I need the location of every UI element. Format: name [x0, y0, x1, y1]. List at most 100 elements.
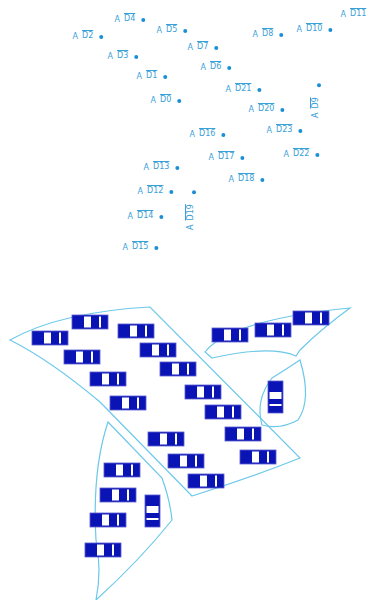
car-symbol: [268, 381, 283, 413]
spot-prefix: A: [201, 63, 206, 73]
spot-number: D10: [306, 24, 322, 34]
spot-prefix: A: [229, 175, 234, 185]
marker-dot: [154, 246, 158, 250]
spot-number: D14: [137, 211, 153, 221]
spot-prefix: A: [137, 72, 142, 82]
spot-number: D17: [218, 152, 234, 162]
car-symbol: [185, 385, 221, 399]
spot-number: D11: [350, 9, 366, 19]
car-symbol: [100, 488, 136, 502]
spot-prefix: A: [73, 32, 78, 42]
car-symbol: [205, 405, 241, 419]
marker-dot: [227, 66, 231, 70]
spot-prefix: A: [123, 243, 128, 253]
car-symbol: [293, 311, 329, 325]
marker-dot: [169, 190, 173, 194]
marker-dot: [192, 190, 196, 194]
spot-prefix: A: [188, 43, 193, 53]
car-symbol: [64, 350, 100, 364]
spot-prefix: A: [297, 25, 302, 35]
spot-number: D5: [166, 25, 177, 35]
spot-number: D7: [197, 42, 208, 52]
spot-number: D15: [132, 242, 148, 252]
marker-dot: [134, 55, 138, 59]
car-symbol: [72, 315, 108, 329]
spot-prefix: A: [341, 10, 346, 20]
car-symbol: [240, 450, 276, 464]
marker-dot: [279, 33, 283, 37]
marker-dot: [280, 108, 284, 112]
spot-number: D3: [117, 51, 128, 61]
car-symbols: [32, 311, 329, 557]
spot-prefix: A: [209, 153, 214, 163]
spot-number: D22: [293, 149, 309, 159]
marker-dot: [298, 129, 302, 133]
car-symbol: [110, 396, 146, 410]
spot-number: D2: [82, 31, 93, 41]
marker-dot: [183, 29, 187, 33]
spot-prefix: A: [190, 130, 195, 140]
spot-number: D18: [238, 174, 254, 184]
marker-dot: [221, 133, 225, 137]
marker-dot: [159, 215, 163, 219]
spot-number: D13: [153, 162, 169, 172]
car-symbol: [118, 324, 154, 338]
spot-prefix: A: [108, 52, 113, 62]
marker-dot: [177, 99, 181, 103]
vertical-label: A D19: [186, 200, 196, 230]
spot-number: D6: [210, 62, 221, 72]
spot-number: D20: [258, 104, 274, 114]
car-symbol: [188, 474, 224, 488]
spot-number: D12: [147, 186, 163, 196]
car-symbol: [255, 323, 291, 337]
spot-prefix: A: [249, 105, 254, 115]
marker-dot: [257, 88, 261, 92]
marker-dot: [175, 166, 179, 170]
car-symbol: [212, 328, 248, 342]
marker-dot: [315, 153, 319, 157]
spot-prefix: A: [284, 150, 289, 160]
spot-number: D16: [199, 129, 215, 139]
spot-prefix: A: [186, 225, 195, 230]
spot-prefix: A: [157, 26, 162, 36]
spot-number: D23: [276, 125, 292, 135]
marker-dot: [260, 178, 264, 182]
car-symbol: [140, 343, 176, 357]
marker-dot: [328, 28, 332, 32]
car-symbol: [32, 331, 68, 345]
spot-prefix: A: [253, 30, 258, 40]
marker-dot: [317, 83, 321, 87]
spot-number: D21: [235, 84, 251, 94]
marker-dot: [99, 35, 103, 39]
spot-prefix: A: [311, 113, 320, 118]
car-symbol: [90, 372, 126, 386]
spot-number: D19: [186, 204, 195, 220]
car-symbol: [160, 362, 196, 376]
spot-prefix: A: [115, 15, 120, 25]
area-outline: [10, 307, 350, 600]
spot-prefix: A: [267, 126, 272, 136]
car-symbol: [85, 543, 121, 557]
marker-dot: [163, 75, 167, 79]
marker-dot: [240, 156, 244, 160]
car-symbol: [90, 513, 126, 527]
car-symbol: [145, 495, 160, 527]
spot-prefix: A: [128, 212, 133, 222]
car-symbol: [104, 463, 140, 477]
marker-dots: [99, 18, 332, 250]
marker-dot: [141, 18, 145, 22]
spot-prefix: A: [226, 85, 231, 95]
spot-number: D8: [262, 29, 273, 39]
marker-dot: [214, 46, 218, 50]
spot-number: D0: [160, 95, 171, 105]
spot-prefix: A: [151, 96, 156, 106]
spot-number: D9: [311, 97, 320, 108]
car-symbol: [225, 427, 261, 441]
spot-number: D4: [124, 14, 135, 24]
car-symbol: [168, 454, 204, 468]
spot-prefix: A: [138, 187, 143, 197]
vertical-label: A D9: [311, 93, 321, 118]
spot-number: D1: [146, 71, 157, 81]
car-symbol: [148, 432, 184, 446]
